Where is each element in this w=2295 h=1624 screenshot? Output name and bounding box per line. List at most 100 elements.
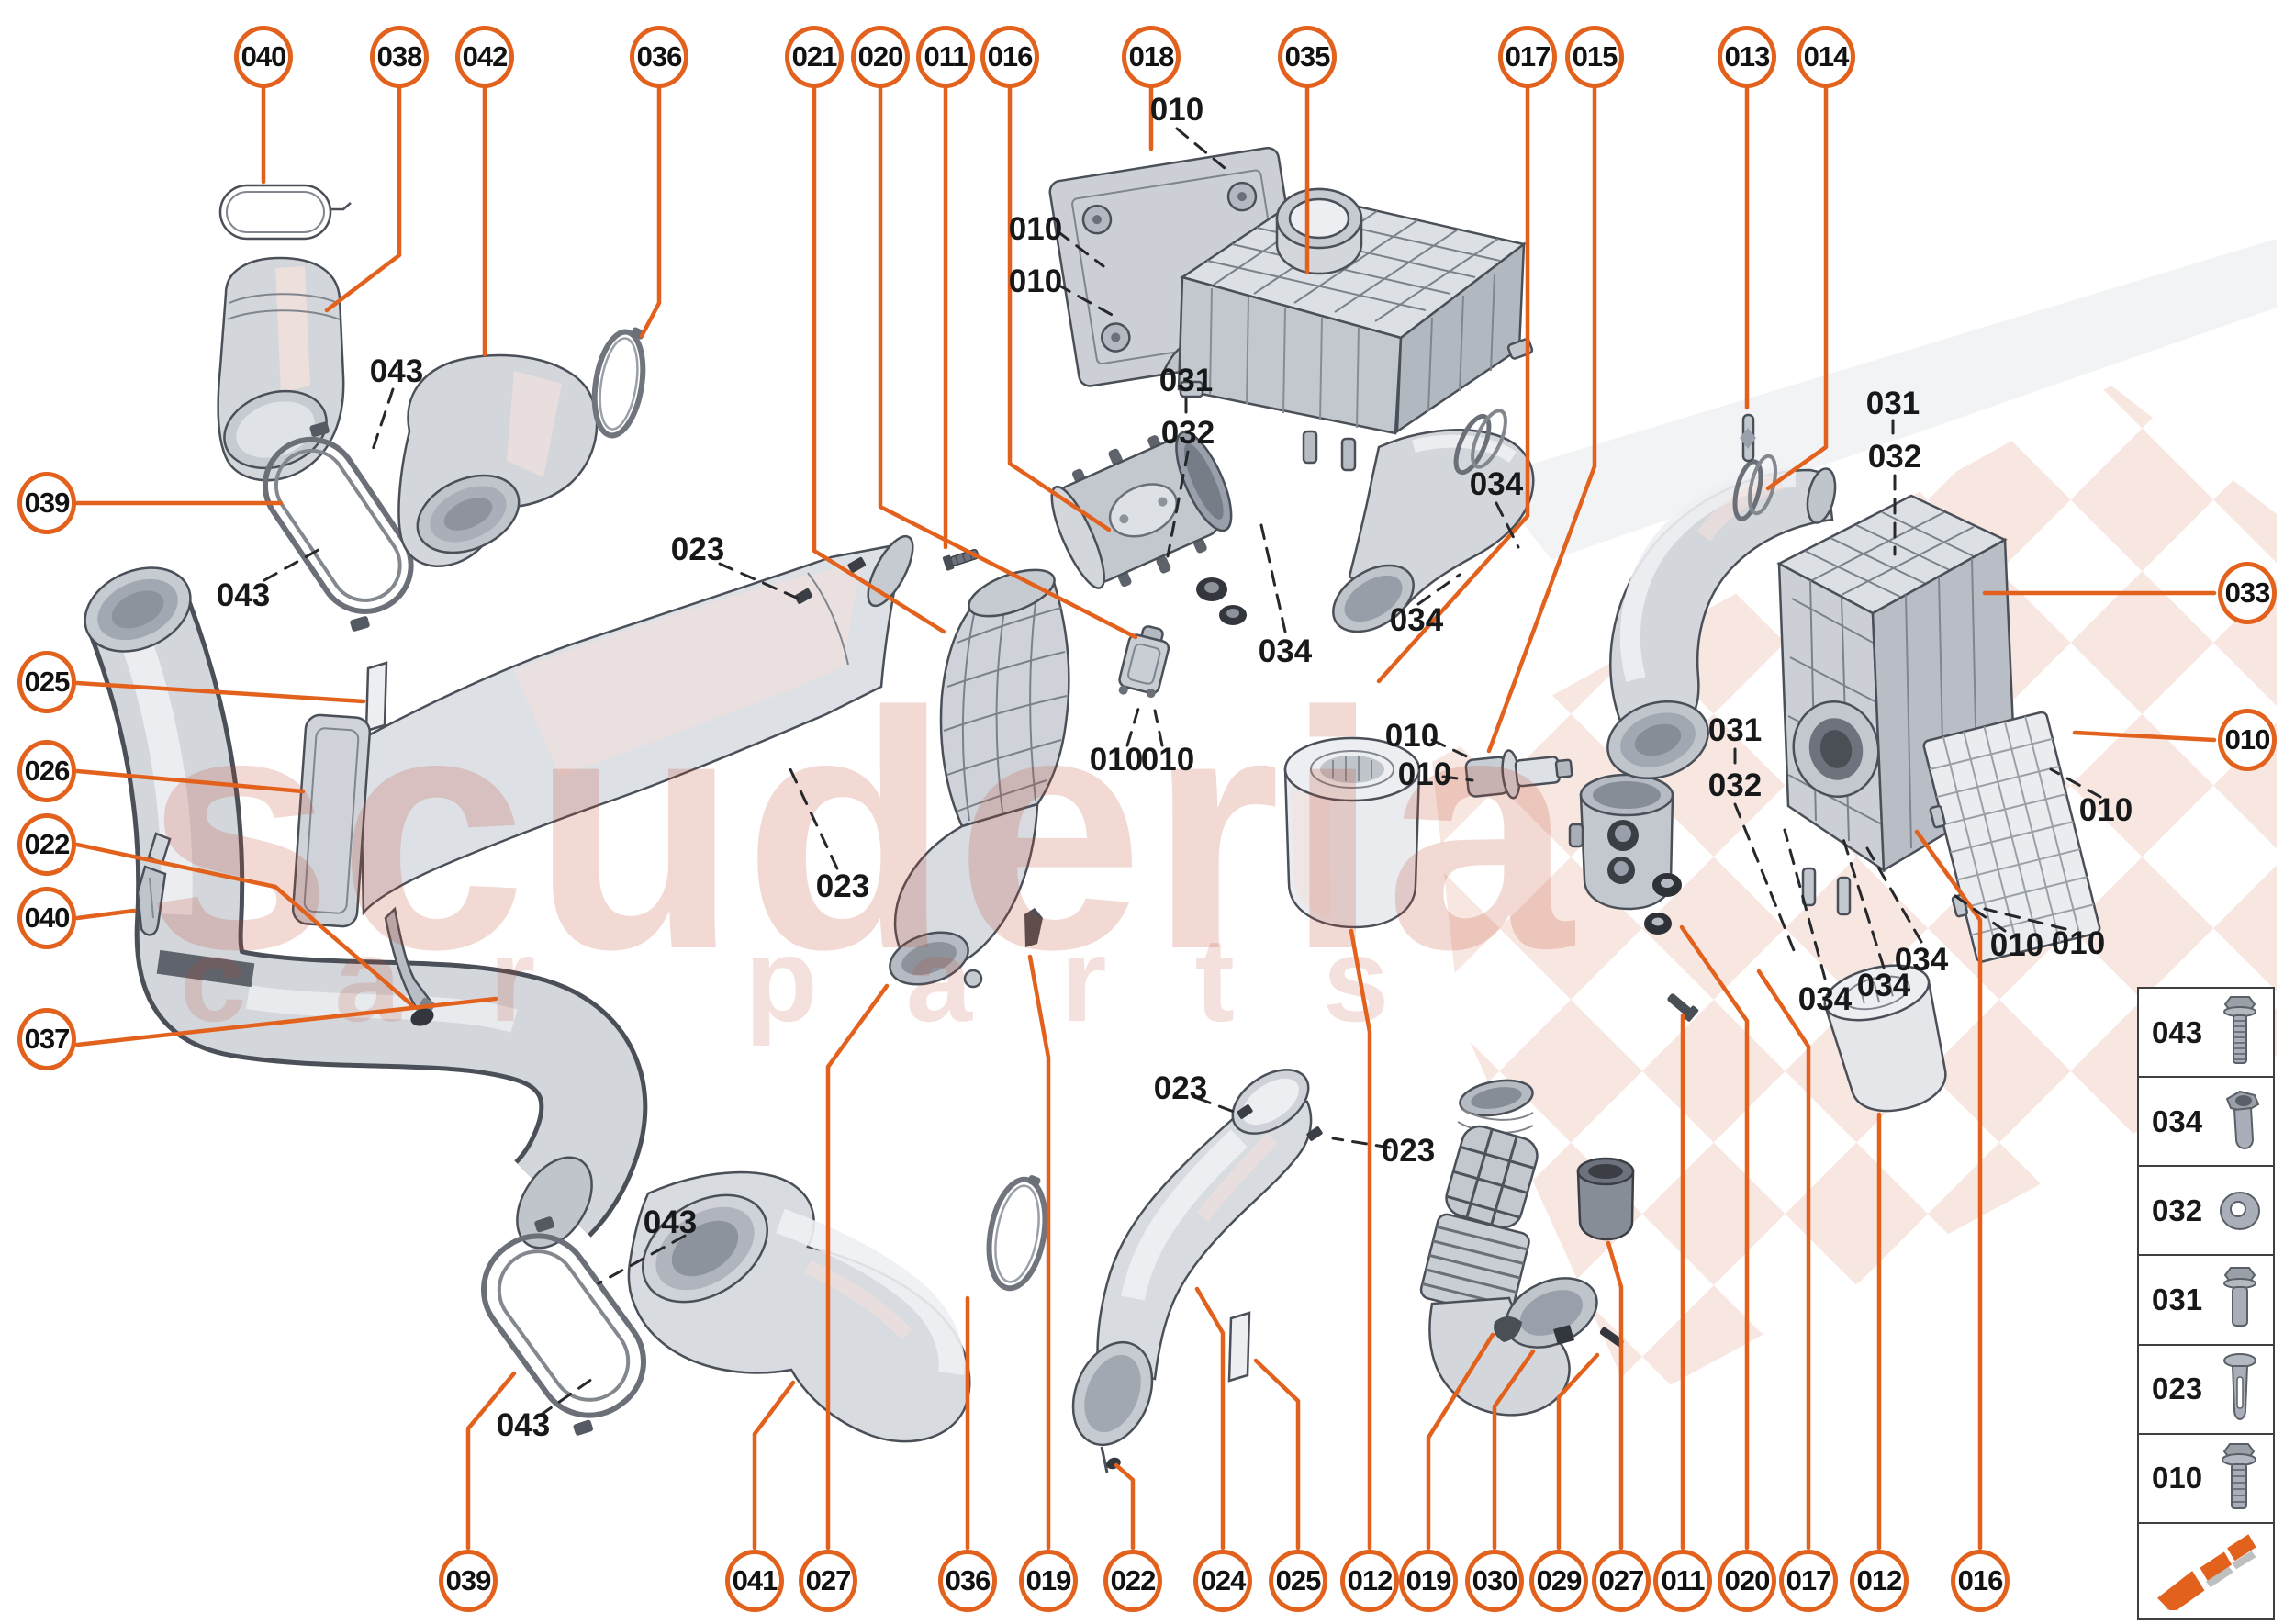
label-dash-line (1056, 283, 1117, 319)
label-dash-line (1175, 127, 1232, 174)
callout-circle[interactable]: 019 (1019, 1550, 1078, 1612)
part-pad-025b (1227, 1311, 1251, 1383)
part-screw-027 (1667, 993, 1699, 1022)
callout-circle[interactable]: 030 (1465, 1550, 1524, 1612)
part-maf-housing (1568, 773, 1674, 911)
callout-circle[interactable]: 037 (17, 1008, 76, 1070)
callout-circle[interactable]: 015 (1565, 26, 1624, 88)
expansion-pin-icon (2223, 1353, 2256, 1421)
part-duct-042 (397, 353, 599, 567)
callout-circle[interactable]: 040 (234, 26, 293, 88)
callout-circle[interactable]: 036 (938, 1550, 997, 1612)
callout-circle[interactable]: 017 (1779, 1550, 1838, 1612)
leader-line (74, 908, 137, 921)
callout-circle[interactable]: 038 (370, 26, 429, 88)
callout-circle[interactable]: 033 (2218, 562, 2277, 624)
part-wedge-040 (136, 832, 172, 936)
brand-watermark: scuderia car parts (145, 642, 1579, 1047)
callout-circle[interactable]: 013 (1718, 26, 1776, 88)
label-dash-line (263, 545, 325, 582)
part-clip-019 (1024, 908, 1043, 947)
leader-line (1027, 954, 1051, 1551)
callout-circle[interactable]: 011 (1653, 1550, 1712, 1612)
label-dash-line (1441, 775, 1474, 782)
callout-circle[interactable]: 025 (17, 651, 76, 713)
flange-bolt-short-icon (2223, 1266, 2256, 1327)
watermark-line1: scuderia (145, 642, 1579, 1019)
callout-circle[interactable]: 016 (980, 26, 1039, 88)
legend-row-010: 010 (2139, 1435, 2273, 1524)
callout-circle[interactable]: 024 (1193, 1550, 1252, 1612)
callout-circle[interactable]: 012 (1850, 1550, 1909, 1612)
callout-circle[interactable]: 010 (2218, 709, 2277, 771)
callout-circle[interactable]: 040 (17, 887, 76, 949)
label-dash-line (1166, 450, 1190, 558)
callout-circle[interactable]: 021 (785, 26, 844, 88)
legend-row-034: 034 (2139, 1078, 2273, 1168)
callout-circle[interactable]: 017 (1498, 26, 1557, 88)
label-dash-line (1125, 707, 1140, 747)
leader-line (825, 983, 890, 1551)
leader-line (74, 842, 416, 1009)
callout-circle[interactable]: 041 (725, 1550, 784, 1612)
callout-circle[interactable]: 027 (1592, 1550, 1651, 1612)
label-dash-line (369, 387, 395, 457)
leader-line (1914, 829, 1983, 1551)
callout-circle[interactable]: 014 (1797, 26, 1855, 88)
leader-line (1492, 1349, 1536, 1551)
legend-code: 031 (2152, 1282, 2203, 1316)
callout-circle[interactable]: 020 (1718, 1550, 1776, 1612)
callout-circle[interactable]: 011 (916, 26, 975, 88)
label-dash-line (1416, 573, 1461, 606)
part-bracket-020 (1118, 625, 1170, 699)
label-dash-line (1954, 894, 2007, 933)
label-dash-line (1195, 1096, 1243, 1116)
leader-line (1194, 1286, 1226, 1551)
part-duct-038 (217, 256, 345, 482)
callout-circle[interactable]: 026 (17, 740, 76, 802)
part-grommet-022 (410, 1008, 434, 1026)
callout-circle[interactable]: 029 (1529, 1550, 1588, 1612)
leader-line (1486, 85, 1597, 754)
part-duct-041 (627, 1170, 971, 1443)
legend-row-logo (2139, 1524, 2273, 1618)
callout-circle[interactable]: 020 (851, 26, 910, 88)
callout-circle[interactable]: 018 (1122, 26, 1181, 88)
leader-line (2072, 730, 2217, 743)
part-pad-025 (364, 661, 388, 733)
leader-line (812, 85, 946, 634)
part-ring-036b (986, 1175, 1048, 1292)
part-clamp-039 (262, 421, 414, 632)
leader-line (465, 1371, 517, 1551)
callout-circle[interactable]: 019 (1399, 1550, 1458, 1612)
callout-circle[interactable]: 016 (1951, 1550, 2010, 1612)
scuderia-arrows-logo (2157, 1534, 2256, 1611)
legend-row-043: 043 (2139, 989, 2273, 1079)
label-dash-line (1331, 1137, 1392, 1149)
fastener-legend: 043 034 032 031 (2137, 987, 2275, 1620)
callout-circle[interactable]: 042 (455, 26, 514, 88)
callout-circle[interactable]: 022 (1103, 1550, 1162, 1612)
callout-circle[interactable]: 025 (1269, 1550, 1327, 1612)
callout-circle[interactable]: 022 (17, 813, 76, 876)
leader-line (1765, 85, 1829, 491)
callout-circle[interactable]: 039 (17, 472, 76, 534)
part-elbow-035 (1332, 409, 1535, 633)
part-clips (1494, 1316, 1624, 1347)
label-dash-line (538, 1375, 597, 1417)
callout-circle[interactable]: 039 (439, 1550, 498, 1612)
label-dash-line (1783, 828, 1827, 980)
checkered-flag-watermark (1432, 239, 2277, 1405)
part-airbox-035 (1177, 187, 1534, 472)
label-dash-line (1983, 907, 2067, 931)
callout-circle[interactable]: 012 (1340, 1550, 1399, 1612)
label-dash-line (1495, 501, 1520, 549)
callout-circle[interactable]: 036 (630, 26, 688, 88)
watermark-line2: car parts (180, 913, 1477, 1047)
callout-circle[interactable]: 035 (1278, 26, 1337, 88)
part-duct-021 (889, 568, 1070, 989)
callout-circle[interactable]: 027 (799, 1550, 857, 1612)
